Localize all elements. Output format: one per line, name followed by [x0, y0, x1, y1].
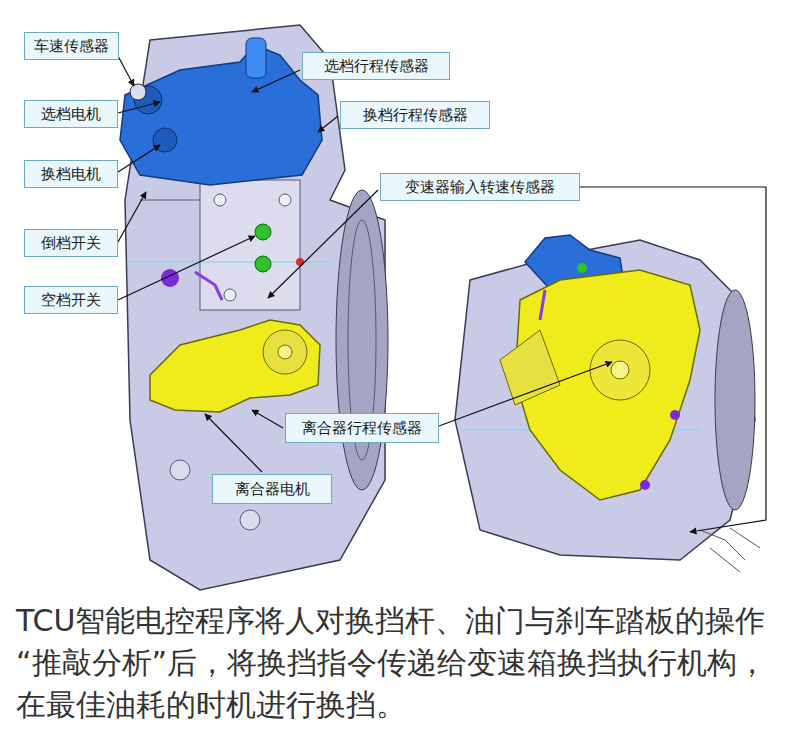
- leader-line: [318, 116, 338, 132]
- select-shift-actuator: [120, 45, 322, 185]
- callout-label: 换档行程传感器: [340, 101, 490, 129]
- leader-line: [439, 362, 612, 426]
- callout-label: 空档开关: [24, 286, 118, 314]
- callout-label: 离合器行程传感器: [285, 413, 439, 443]
- label-text: 选档电机: [41, 105, 101, 123]
- housing: [455, 240, 755, 560]
- bracket-sketch: [700, 528, 760, 572]
- green-plug: [577, 263, 587, 273]
- boss: [240, 510, 260, 530]
- clutch-actuator: [150, 320, 320, 412]
- housing-block: [200, 180, 300, 310]
- callout-label: 选档行程传感器: [302, 52, 450, 80]
- green-switch: [255, 224, 271, 240]
- leader-line: [118, 145, 160, 172]
- callout-label: 选档电机: [24, 100, 118, 128]
- leader-line: [118, 102, 160, 113]
- label-text: 变速器输入转速传感器: [405, 178, 555, 196]
- bell-housing: [715, 290, 755, 510]
- leader-line: [205, 414, 262, 472]
- label-text: 换档行程传感器: [363, 106, 468, 124]
- caption-text: TCU智能电控程序将人对换挡杆、油门与刹车踏板的操作“推敲分析”后，将换挡指令传…: [16, 600, 781, 726]
- callout-label: 车速传感器: [24, 32, 119, 60]
- clutch-motor-hub: [278, 345, 292, 359]
- green-switch: [255, 256, 271, 272]
- leader-line: [118, 192, 146, 242]
- leader-line: [118, 56, 134, 86]
- label-text: 换档电机: [41, 165, 101, 183]
- label-text: 离合器行程传感器: [302, 419, 422, 437]
- speed-sensor: [130, 84, 146, 100]
- housing-edge: [140, 200, 200, 201]
- boss: [170, 460, 190, 480]
- leader-line: [580, 187, 766, 532]
- red-plug: [296, 258, 304, 266]
- clutch-cover: [590, 340, 650, 400]
- callout-label: 离合器电机: [212, 474, 332, 504]
- label-text: 车速传感器: [34, 37, 109, 55]
- label-text: 空档开关: [41, 291, 101, 309]
- motor-cap: [153, 128, 177, 152]
- purple-plug: [670, 410, 680, 420]
- callout-label: 变速器输入转速传感器: [380, 173, 580, 201]
- leader-lines: [118, 56, 766, 532]
- boss: [279, 194, 291, 206]
- callout-label: 换档电机: [24, 160, 118, 188]
- label-text: 离合器电机: [235, 480, 310, 498]
- clutch-motor-cap: [263, 330, 307, 374]
- purple-wire: [540, 290, 545, 320]
- label-text: 选档行程传感器: [324, 57, 429, 75]
- leader-line: [268, 190, 378, 298]
- leader-line: [252, 410, 283, 428]
- purple-wire: [195, 272, 222, 300]
- leader-line: [252, 70, 300, 92]
- label-text: 倒档开关: [41, 234, 101, 252]
- callout-label: 倒档开关: [24, 229, 118, 257]
- boss: [224, 289, 236, 301]
- boss: [214, 194, 226, 206]
- purple-plug: [640, 480, 650, 490]
- clutch-hub: [611, 361, 629, 379]
- leader-line: [118, 236, 255, 300]
- bell-housing: [336, 190, 388, 490]
- clutch-pipe: [500, 330, 560, 405]
- actuator-cylinder: [246, 38, 266, 78]
